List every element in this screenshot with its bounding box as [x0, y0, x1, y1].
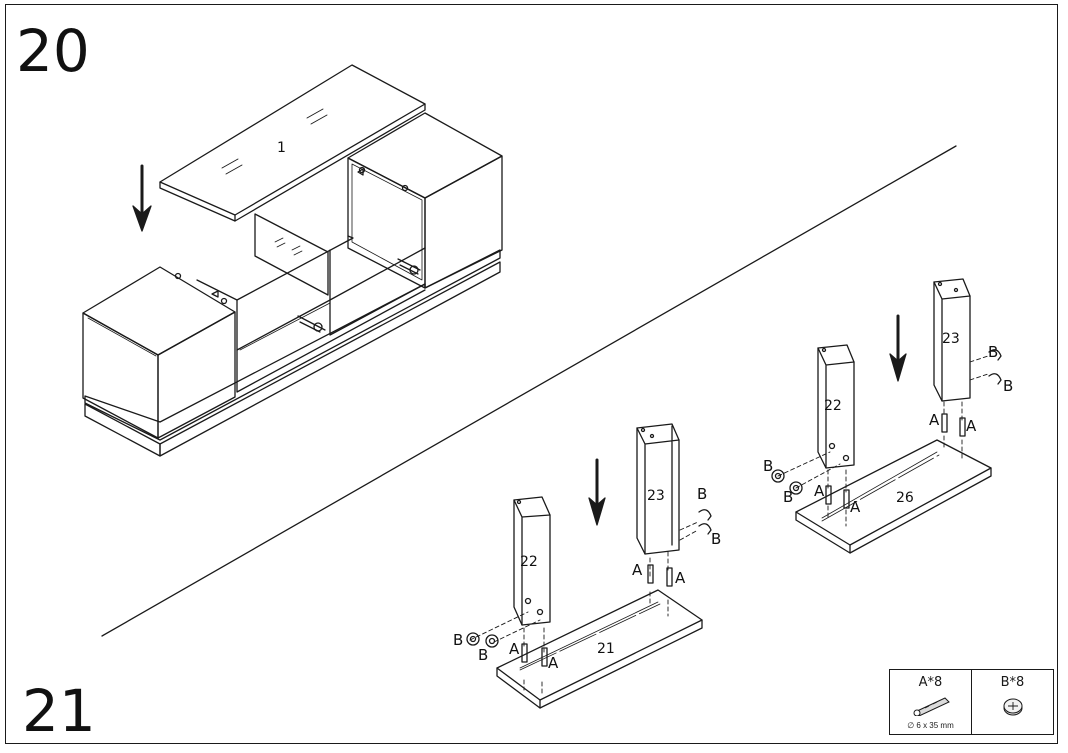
fitting-label-a: A — [966, 417, 977, 435]
fitting-label-b: B — [1003, 377, 1013, 395]
base-panel-26: 26 — [795, 439, 992, 554]
fitting-label-a: A — [675, 569, 686, 587]
wood-dowel-icon — [521, 564, 673, 667]
side-panel-22-left: 22 — [513, 496, 551, 626]
part-label-22: 22 — [824, 398, 842, 414]
base-panel-21: 21 — [496, 589, 703, 709]
cam-lock-icon — [771, 349, 1002, 495]
fitting-label-a: A — [850, 498, 861, 516]
step-divider-line — [101, 145, 957, 637]
dowel-quantity: A*8 — [918, 675, 943, 690]
step-number-21: 21 — [22, 677, 96, 745]
fitting-label-b: B — [453, 631, 463, 649]
fitting-label-b: B — [478, 646, 488, 664]
part-label-21: 21 — [597, 641, 615, 657]
fitting-label-a: A — [632, 561, 643, 579]
fitting-label-a: A — [929, 411, 940, 429]
instruction-page-frame — [5, 4, 1058, 744]
wood-dowel-icon — [913, 697, 950, 716]
fitting-label-a: A — [548, 654, 559, 672]
cam-lock-icon — [466, 509, 712, 648]
cam-lock-icon — [1003, 698, 1022, 716]
side-panel-23-right: 23 — [933, 278, 971, 402]
part-label-26: 26 — [896, 490, 914, 506]
fitting-label-b: B — [988, 343, 998, 361]
fitting-label-b: B — [711, 530, 721, 548]
legend-cam-cell: B*8 — [971, 670, 1053, 734]
glass-top-panel: 1 — [159, 64, 426, 222]
down-arrow-icon — [889, 314, 907, 382]
fitting-label-b: B — [763, 457, 773, 475]
cam-quantity: B*8 — [1000, 675, 1025, 690]
part-label-23: 23 — [942, 331, 960, 347]
down-arrow-icon — [588, 458, 606, 526]
assembly-guides — [777, 355, 989, 527]
part-label-22: 22 — [520, 554, 538, 570]
wood-dowel-icon — [825, 413, 966, 509]
step-number-20: 20 — [16, 17, 90, 85]
side-panel-22-right: 22 — [817, 344, 855, 469]
fitting-label-b: B — [783, 488, 793, 506]
fitting-label-b: B — [697, 485, 707, 503]
down-arrow-icon — [132, 164, 152, 232]
side-panel-23-left: 23 — [636, 423, 680, 555]
dowel-size: ∅ 6 x 35 mm — [907, 721, 954, 730]
assembly-guides — [469, 521, 699, 695]
hardware-legend: A*8 ∅ 6 x 35 mm B*8 — [889, 669, 1054, 735]
fitting-label-a: A — [509, 640, 520, 658]
fitting-labels: B B A A A A B B B B A A A A B B — [453, 343, 1013, 672]
part-label-23: 23 — [647, 488, 665, 504]
part-label-1: 1 — [277, 140, 286, 156]
tv-unit-assembly — [82, 112, 503, 457]
fitting-label-a: A — [814, 482, 825, 500]
legend-dowel-cell: A*8 ∅ 6 x 35 mm — [890, 670, 971, 734]
